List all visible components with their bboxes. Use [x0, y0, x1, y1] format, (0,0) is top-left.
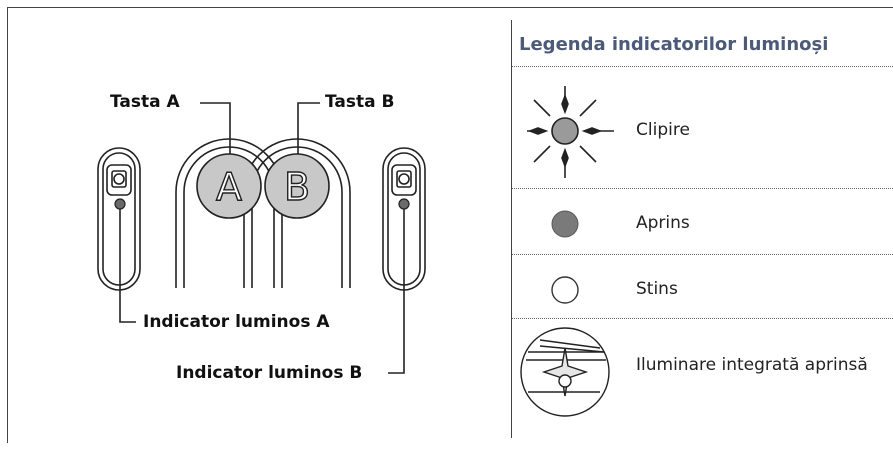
key-b-button: B [264, 153, 330, 219]
legend-item-off: Stins [636, 279, 678, 299]
frame-top-border [7, 7, 893, 8]
legend-separator [512, 254, 893, 255]
key-b-letter: B [284, 165, 310, 209]
panel-divider [511, 20, 512, 438]
label-indicator-a: Indicator luminos A [143, 312, 330, 332]
leader-indicator-a [119, 209, 136, 323]
light-on-icon [551, 210, 579, 238]
legend-separator [512, 318, 893, 319]
leader-key-a [200, 102, 231, 154]
label-indicator-b: Indicator luminos B [176, 363, 363, 383]
key-a-button: A [196, 153, 262, 219]
blinking-light-icon [527, 86, 614, 178]
frame-left-border [7, 7, 8, 443]
legend-item-integrated: Iluminare integrată aprinsă [636, 355, 868, 375]
indicator-b-light [398, 198, 410, 210]
integrated-light-on-icon [520, 327, 610, 417]
legend-separator [512, 188, 893, 189]
light-off-icon [551, 276, 579, 304]
legend-title: Legenda indicatorilor luminoși [519, 34, 829, 55]
label-key-b: Tasta B [325, 92, 395, 112]
legend-separator [512, 66, 893, 67]
indicator-a-housing [97, 147, 141, 291]
key-a-letter: A [216, 165, 242, 209]
indicator-a-light [114, 198, 126, 210]
label-key-a: Tasta A [110, 92, 180, 112]
legend-item-blinking: Clipire [636, 120, 690, 140]
leader-indicator-b [388, 209, 405, 374]
leader-key-b [297, 102, 320, 154]
legend-item-on: Aprins [636, 213, 690, 233]
